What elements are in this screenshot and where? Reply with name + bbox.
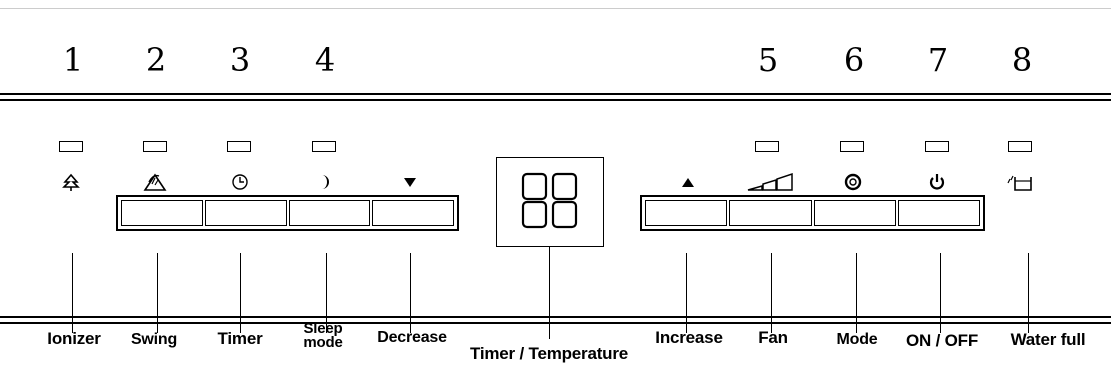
lower-double-rule-b xyxy=(0,322,1111,324)
label-sleep-line: Sleep xyxy=(303,320,343,337)
increase-button[interactable] xyxy=(645,200,728,226)
indicator-led-fan xyxy=(755,141,779,152)
mode-icon xyxy=(838,171,868,193)
leader-line-sleep xyxy=(326,253,327,333)
decrease-button[interactable] xyxy=(372,200,454,226)
seven-segment-display-icon xyxy=(521,172,578,229)
mode-button[interactable] xyxy=(813,200,896,226)
callout-number-8: 8 xyxy=(1011,41,1033,79)
leader-line-timer xyxy=(240,253,241,333)
label-on-off: ON / OFF xyxy=(905,331,979,350)
label-swing: Swing xyxy=(130,331,178,348)
top-border xyxy=(0,8,1111,9)
indicator-led-mode xyxy=(840,141,864,152)
leader-line-increase xyxy=(686,253,687,333)
indicator-led-timer xyxy=(227,141,251,152)
indicator-led-power xyxy=(925,141,949,152)
moon-icon xyxy=(309,171,339,193)
callout-number-3: 3 xyxy=(229,41,251,79)
clock-icon xyxy=(225,171,255,193)
ionizer-icon xyxy=(56,171,86,193)
label-mode: Mode xyxy=(836,331,878,348)
leader-line-mode xyxy=(856,253,857,333)
label-sleep-mode: Sleep mode xyxy=(303,320,343,351)
label-mode-line: mode xyxy=(303,334,343,351)
swing-button[interactable] xyxy=(121,200,203,226)
leader-line-fan xyxy=(771,253,772,333)
callout-number-4: 4 xyxy=(314,41,336,79)
callout-number-1: 1 xyxy=(62,41,84,79)
leader-line-display xyxy=(549,247,550,339)
label-decrease: Decrease xyxy=(377,329,447,346)
on-off-button[interactable] xyxy=(897,200,980,226)
swing-icon xyxy=(140,171,170,193)
label-timer-temperature: Timer / Temperature xyxy=(469,344,629,363)
upper-double-rule-a xyxy=(0,93,1111,95)
label-water-full: Water full xyxy=(1010,330,1086,349)
left-button-bar xyxy=(116,195,459,231)
indicator-led-swing xyxy=(143,141,167,152)
timer-button[interactable] xyxy=(204,200,287,226)
leader-line-ionizer xyxy=(72,253,73,333)
lower-double-rule-a xyxy=(0,316,1111,318)
callout-number-2: 2 xyxy=(145,41,167,79)
timer-temperature-display xyxy=(496,157,604,247)
indicator-led-sleep xyxy=(312,141,336,152)
indicator-led-water-full xyxy=(1008,141,1032,152)
callout-number-7: 7 xyxy=(927,41,949,79)
fan-button[interactable] xyxy=(729,200,812,226)
label-timer: Timer xyxy=(217,329,263,348)
triangle-down-icon xyxy=(395,171,425,193)
label-fan: Fan xyxy=(758,328,788,347)
right-button-bar xyxy=(640,195,985,231)
callout-number-5: 5 xyxy=(757,41,779,79)
label-ionizer: Ionizer xyxy=(47,329,101,348)
leader-line-swing xyxy=(157,253,158,333)
water-tank-icon xyxy=(1005,171,1035,193)
callout-number-6: 6 xyxy=(843,41,865,79)
leader-line-power xyxy=(940,253,941,333)
upper-double-rule-b xyxy=(0,99,1111,101)
indicator-led-ionizer xyxy=(59,141,83,152)
fan-speed-bars-icon xyxy=(745,171,795,193)
triangle-up-icon xyxy=(673,171,703,193)
sleep-mode-button[interactable] xyxy=(288,200,371,226)
power-icon xyxy=(922,171,952,193)
label-increase: Increase xyxy=(655,328,723,347)
leader-line-decrease xyxy=(410,253,411,333)
leader-line-water-full xyxy=(1028,253,1029,333)
